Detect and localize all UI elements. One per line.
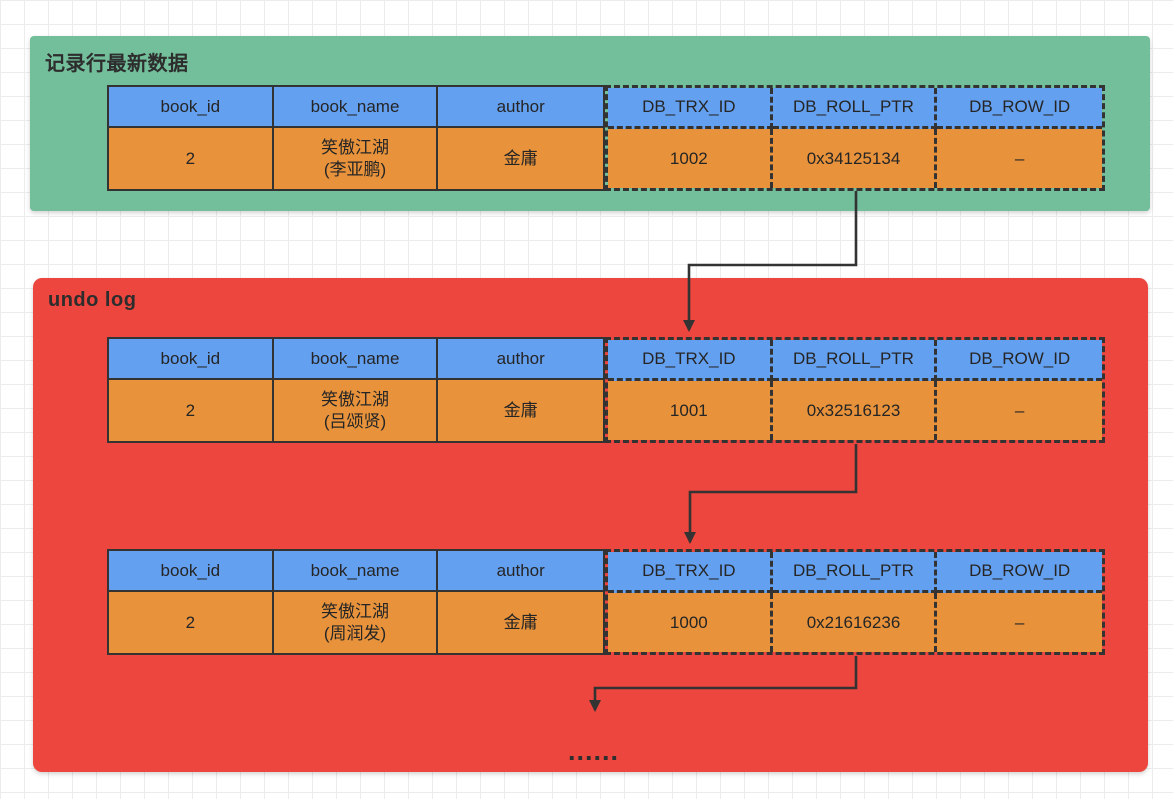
col-header-db-roll-ptr: DB_ROLL_PTR <box>772 552 938 593</box>
more-versions-ellipsis: ...... <box>568 736 620 766</box>
cell-book-id: 2 <box>109 592 274 653</box>
col-header-db-row-id: DB_ROW_ID <box>937 88 1102 129</box>
cell-db-trx-id: 1001 <box>608 381 773 440</box>
col-header-db-row-id: DB_ROW_ID <box>937 340 1102 381</box>
col-header-db-roll-ptr: DB_ROLL_PTR <box>772 340 938 381</box>
cell-book-id: 2 <box>109 380 274 441</box>
cell-book-id: 2 <box>109 128 274 189</box>
col-header-db-trx-id: DB_TRX_ID <box>608 88 773 129</box>
cell-author: 金庸 <box>438 128 603 189</box>
cell-db-row-id: – <box>937 129 1102 188</box>
undo-v2-solid-columns: book_id book_name author 2 笑傲江湖 (吕颂贤) 金庸 <box>107 337 605 443</box>
col-header-book-id: book_id <box>109 339 274 380</box>
record-table-undo-v2: book_id book_name author 2 笑傲江湖 (吕颂贤) 金庸… <box>107 337 1105 443</box>
cell-book-name: 笑傲江湖 (李亚鹏) <box>273 128 439 189</box>
cell-db-row-id: – <box>937 381 1102 440</box>
undo-v1-hidden-columns: DB_TRX_ID DB_ROLL_PTR DB_ROW_ID 1000 0x2… <box>605 549 1105 655</box>
cell-db-roll-ptr: 0x34125134 <box>772 129 938 188</box>
cell-db-trx-id: 1002 <box>608 129 773 188</box>
col-header-db-row-id: DB_ROW_ID <box>937 552 1102 593</box>
undo-log-section-title: undo log <box>48 289 137 311</box>
cell-book-name: 笑傲江湖 (吕颂贤) <box>273 380 439 441</box>
col-header-author: author <box>438 339 603 380</box>
cell-db-roll-ptr: 0x21616236 <box>772 593 938 652</box>
col-header-db-trx-id: DB_TRX_ID <box>608 340 773 381</box>
cell-db-roll-ptr: 0x32516123 <box>772 381 938 440</box>
cell-db-row-id: – <box>937 593 1102 652</box>
col-header-author: author <box>438 87 603 128</box>
record-table-undo-v1: book_id book_name author 2 笑傲江湖 (周润发) 金庸… <box>107 549 1105 655</box>
latest-hidden-columns: DB_TRX_ID DB_ROLL_PTR DB_ROW_ID 1002 0x3… <box>605 85 1105 191</box>
col-header-book-name: book_name <box>273 87 439 128</box>
cell-author: 金庸 <box>438 380 603 441</box>
col-header-book-name: book_name <box>273 339 439 380</box>
col-header-book-name: book_name <box>273 551 439 592</box>
col-header-db-roll-ptr: DB_ROLL_PTR <box>772 88 938 129</box>
col-header-db-trx-id: DB_TRX_ID <box>608 552 773 593</box>
latest-solid-columns: book_id book_name author 2 笑傲江湖 (李亚鹏) 金庸 <box>107 85 605 191</box>
cell-book-name: 笑傲江湖 (周润发) <box>273 592 439 653</box>
col-header-book-id: book_id <box>109 551 274 592</box>
cell-db-trx-id: 1000 <box>608 593 773 652</box>
undo-v1-solid-columns: book_id book_name author 2 笑傲江湖 (周润发) 金庸 <box>107 549 605 655</box>
col-header-author: author <box>438 551 603 592</box>
record-table-latest: book_id book_name author 2 笑傲江湖 (李亚鹏) 金庸… <box>107 85 1105 191</box>
cell-author: 金庸 <box>438 592 603 653</box>
undo-v2-hidden-columns: DB_TRX_ID DB_ROLL_PTR DB_ROW_ID 1001 0x3… <box>605 337 1105 443</box>
col-header-book-id: book_id <box>109 87 274 128</box>
latest-data-section-title: 记录行最新数据 <box>45 53 189 75</box>
